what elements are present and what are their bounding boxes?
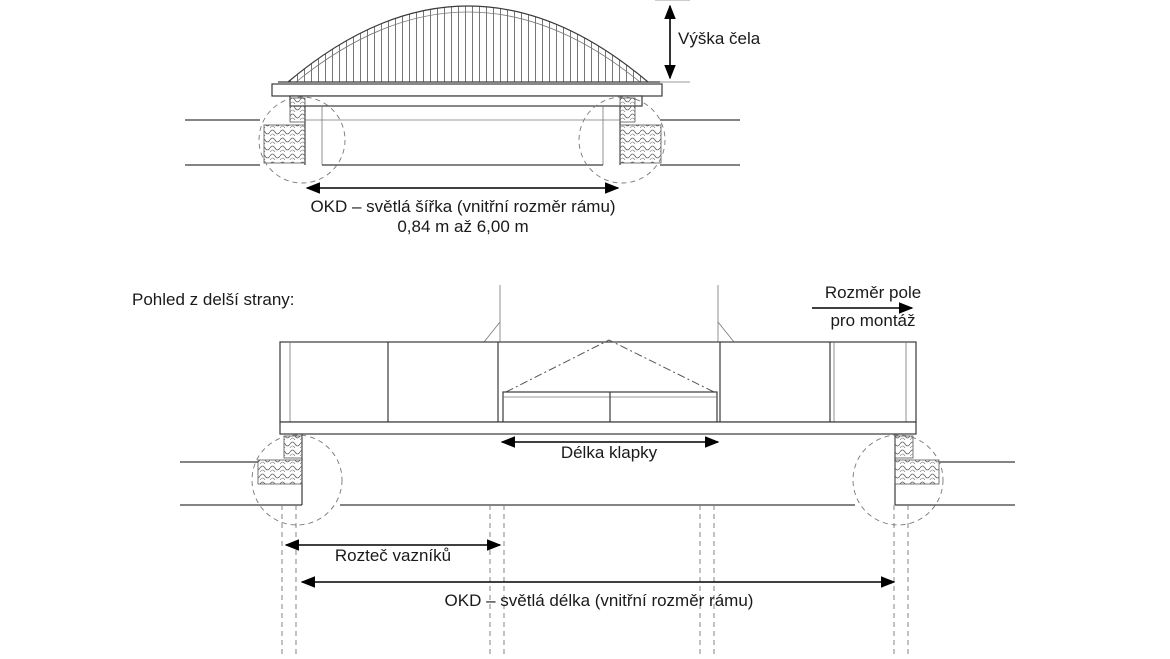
- long-side-view: [180, 285, 1015, 655]
- upstand-frame: [263, 83, 663, 166]
- arched-dome: [278, 5, 660, 83]
- field-size-label-line1: Rozměr pole: [825, 283, 921, 302]
- width-range-label: 0,84 m až 6,00 m: [397, 217, 528, 236]
- rafter-spacing-label: Rozteč vazníků: [335, 546, 451, 565]
- side-roof-deck-lines: [180, 461, 1015, 506]
- dome-height-dimension: [655, 0, 690, 83]
- field-size-label-line2: pro montáž: [830, 311, 915, 330]
- detail-circle-right: [578, 96, 666, 184]
- clear-length-label: OKD – světlá délka (vnitřní rozměr rámu): [445, 591, 754, 610]
- flap-length-label: Délka klapky: [561, 443, 658, 462]
- opening-flap: [502, 339, 718, 423]
- side-detail-circle-right: [852, 434, 944, 526]
- roof-deck-lines: [185, 119, 740, 166]
- side-detail-circle-left: [251, 434, 343, 526]
- dome-height-label: Výška čela: [678, 29, 761, 48]
- cross-section-view: Výška čela OKD – světlá šířka (vnitřní r…: [185, 0, 761, 236]
- detail-circle-left: [258, 96, 346, 184]
- side-upstand: [257, 421, 940, 506]
- side-view-heading: Pohled z delší strany:: [132, 290, 295, 309]
- rafters: [281, 505, 909, 655]
- clear-width-label: OKD – světlá šířka (vnitřní rozměr rámu): [310, 197, 615, 216]
